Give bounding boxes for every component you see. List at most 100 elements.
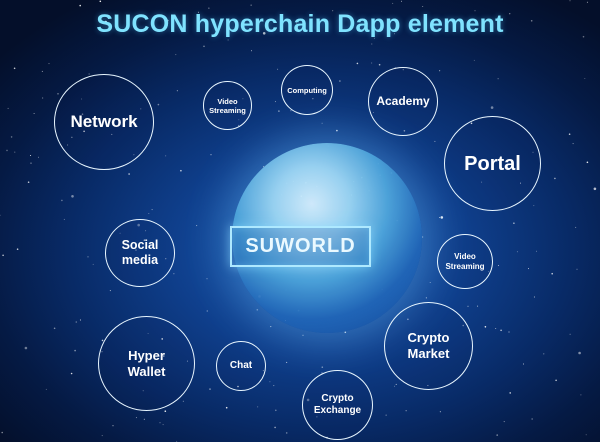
star [209,388,211,390]
star [27,181,30,183]
star [572,143,574,145]
star [6,149,8,152]
node-label: Portal [464,152,521,175]
star [593,187,597,191]
star [208,7,210,9]
star [159,422,161,424]
star [371,43,373,45]
star [151,209,153,211]
star [422,6,424,7]
star [395,383,397,385]
node-crypto-exchange: Crypto Exchange [302,370,373,440]
star [162,424,164,426]
star [100,16,102,17]
star [339,80,341,82]
star [1,431,3,434]
star [45,388,47,390]
star [568,133,571,135]
node-label: Computing [287,85,327,95]
star [273,385,275,387]
star [429,282,431,283]
star [164,410,167,413]
star [206,310,208,312]
star [182,400,184,402]
star [473,59,475,61]
star [101,435,103,437]
star [99,0,102,3]
star [321,366,324,369]
star [87,256,89,258]
star [257,29,259,31]
star [277,68,279,70]
star [70,372,73,375]
star [196,225,198,227]
star [569,333,571,335]
star [586,161,589,164]
star [262,32,266,35]
star [256,309,259,311]
star [495,328,497,329]
star [496,434,499,436]
star [533,205,535,207]
star [225,406,228,409]
star [509,392,512,394]
star [33,113,35,114]
star [286,361,288,363]
star [270,326,272,328]
star [285,432,288,434]
star [74,349,76,352]
star [440,216,444,219]
star [385,414,387,416]
star [584,78,586,79]
node-social-media: Social media [105,219,175,287]
center-node-label: SUWORLD [245,235,356,257]
star [531,418,533,420]
star [42,97,44,99]
star [576,268,578,270]
star [24,346,28,350]
star [63,218,65,220]
node-academy: Academy [368,67,438,136]
star [543,353,545,355]
star [274,426,276,429]
star [585,434,587,436]
star [533,296,535,298]
star [378,63,381,66]
star [569,0,571,2]
star [88,73,90,75]
node-label: Crypto Exchange [313,393,362,416]
star [575,226,577,228]
node-label: Video Streaming [445,251,485,271]
star [394,385,395,387]
star [79,319,81,321]
star [528,268,529,270]
star [157,103,160,106]
star [498,265,499,266]
star [167,19,169,22]
star [250,4,252,6]
center-node-suworld: SUWORLD [230,226,371,267]
star [405,410,407,412]
star [371,62,373,64]
star [75,321,78,323]
star [530,20,533,22]
star [251,50,252,52]
star [295,22,297,24]
node-label: Network [70,111,138,131]
star [16,248,19,250]
star [57,93,59,95]
node-hyper-wallet: Hyper Wallet [98,316,195,411]
star [582,35,585,38]
star [38,156,39,158]
star [586,1,588,3]
star [555,379,557,382]
diagram-title: SUCON hyperchain Dapp element [96,10,504,38]
star [508,331,510,333]
star [112,425,114,427]
star [48,63,50,65]
star [92,263,94,265]
star [425,297,427,299]
star [79,4,81,7]
node-label: Video Streaming [209,96,246,115]
node-label: Hyper Wallet [127,347,166,379]
